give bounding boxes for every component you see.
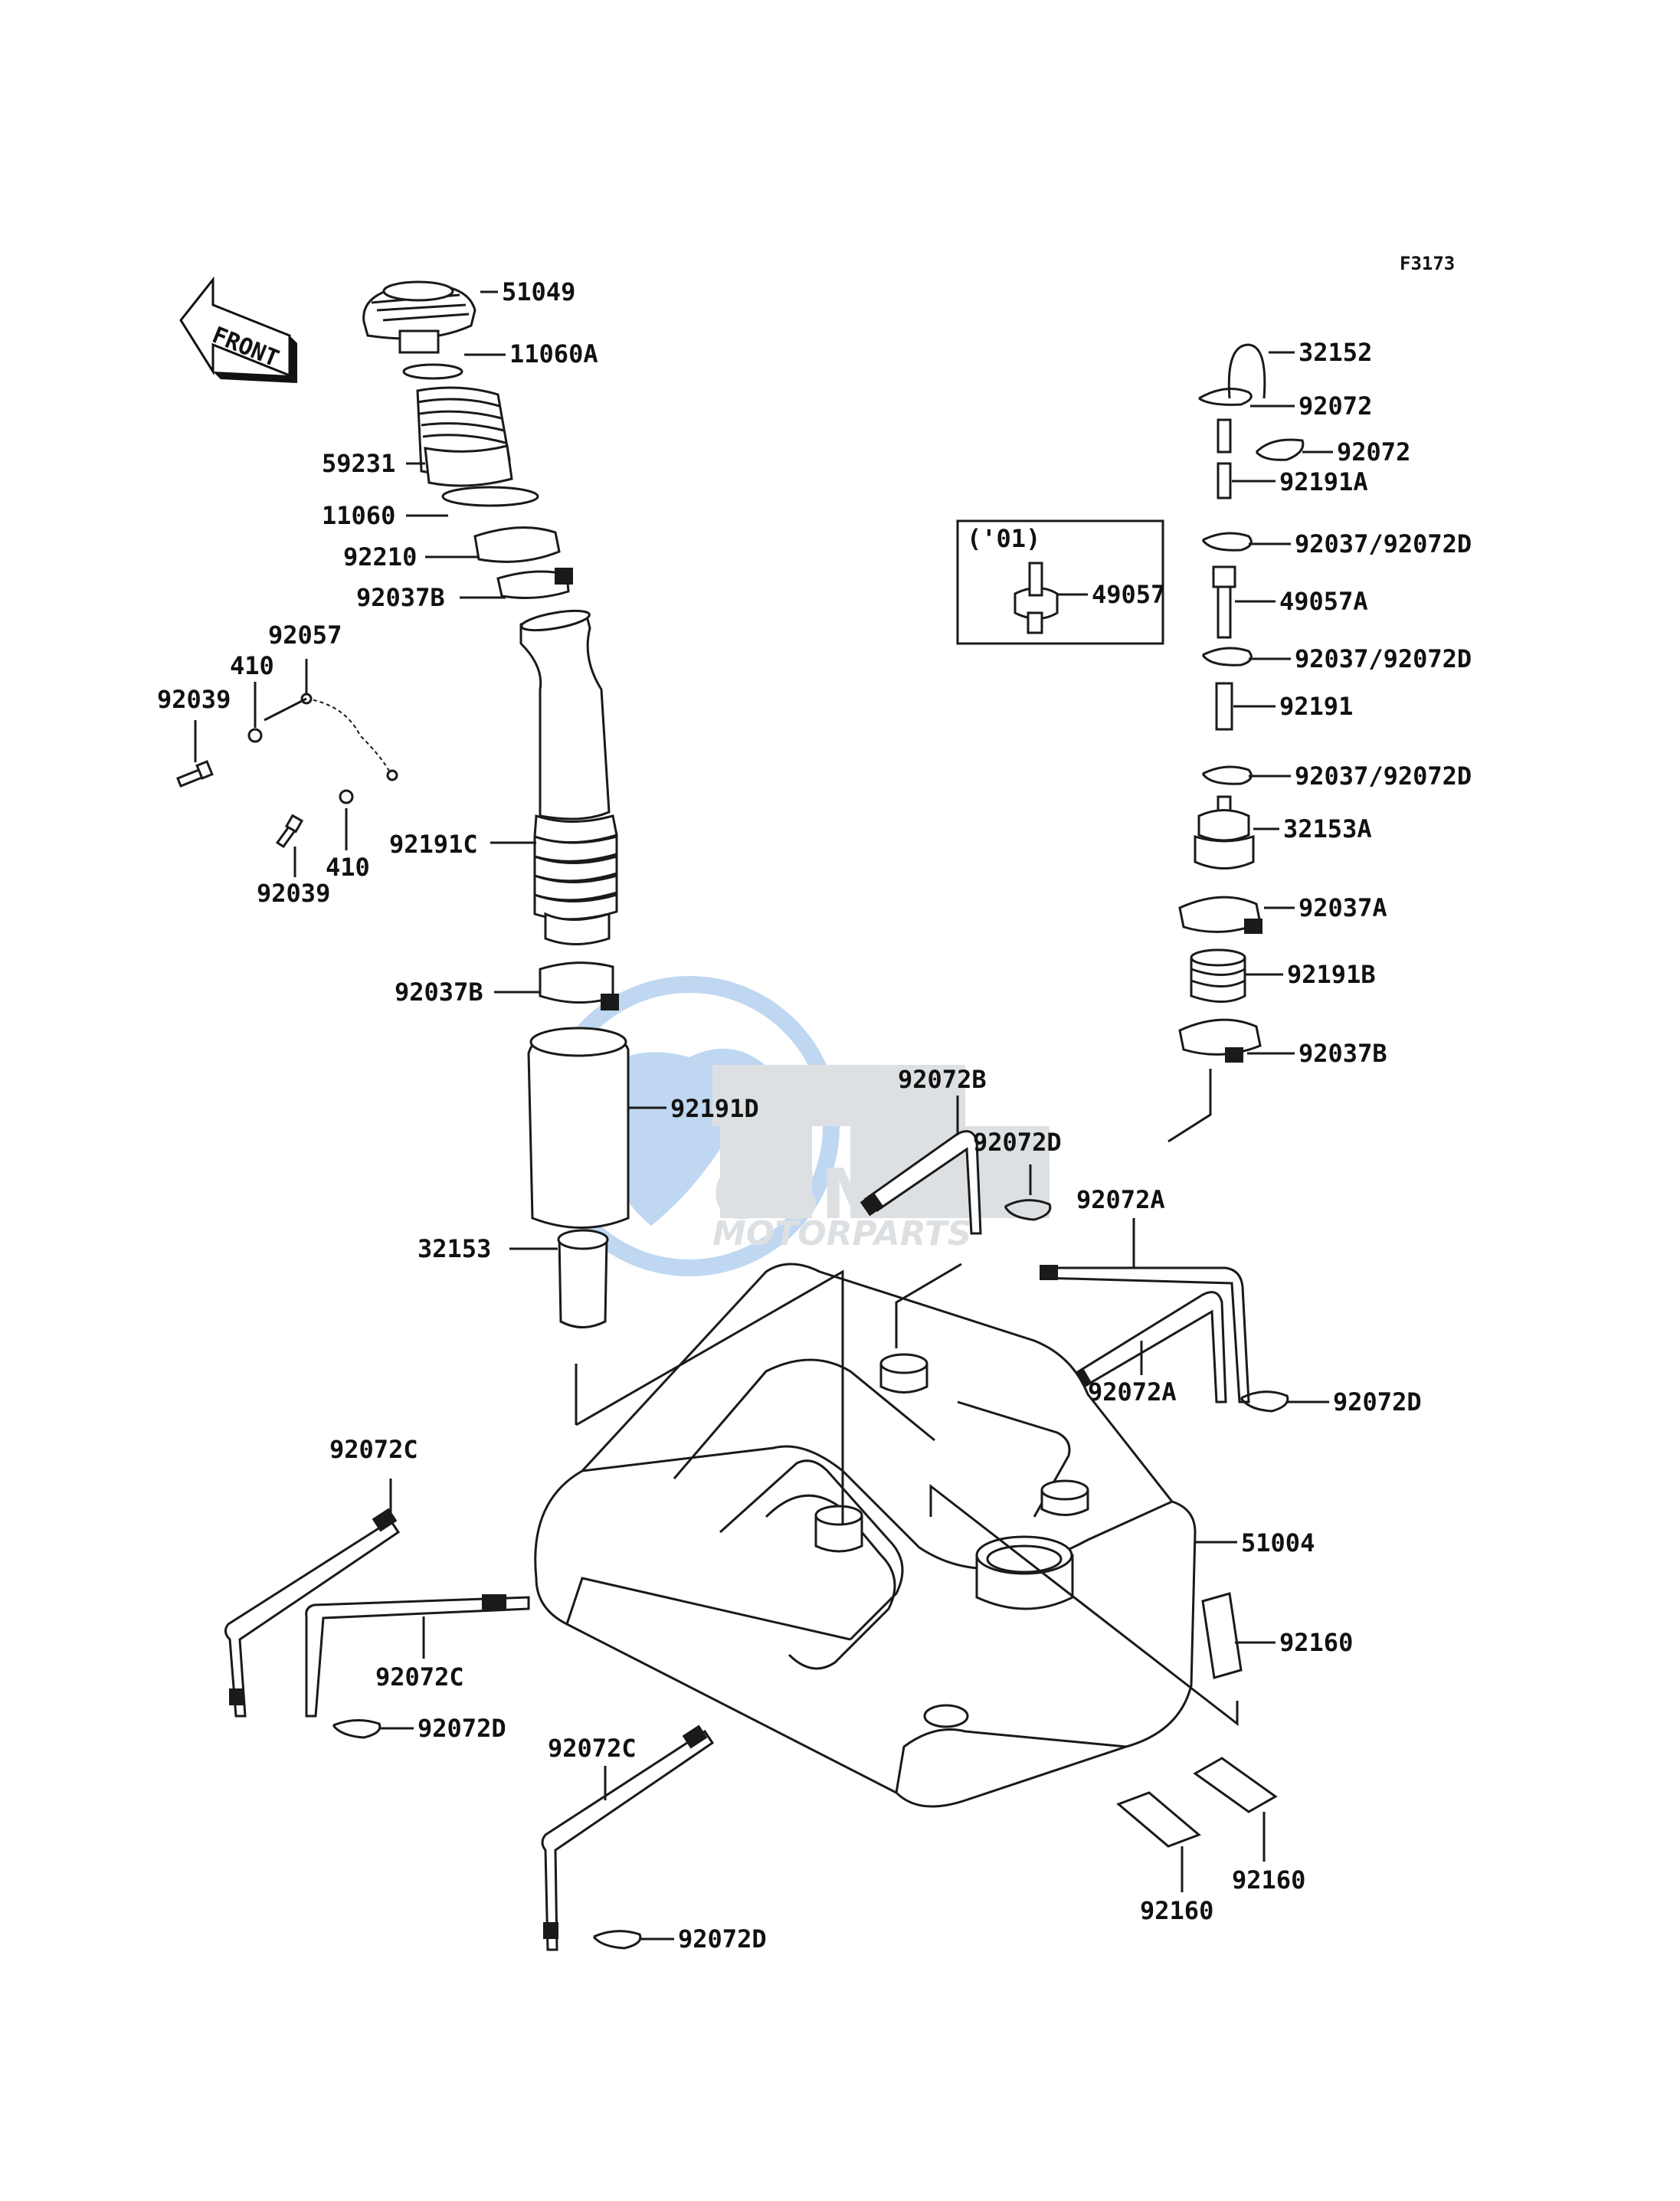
strap-92072C-c-part [541,1724,715,1951]
label-11060: 11060 [322,501,395,530]
label-92037A: 92037A [1298,893,1387,922]
clip-part-b [1255,438,1305,461]
clamp-mid-part [494,961,619,1010]
label-92191D: 92191D [670,1094,759,1123]
washer-part-a [247,728,263,743]
tube-part [509,1229,609,1328]
clip-92072D-c-part [1004,1199,1052,1221]
oring-part [402,363,463,380]
gasket-part [441,486,539,507]
label-49057A: 49057A [1279,587,1368,616]
label-92072D-c: 92072D [973,1128,1062,1157]
label-92191B: 92191B [1287,960,1376,989]
strap-92072A-part [1040,1218,1250,1403]
label-92072D-b: 92072D [678,1924,767,1954]
label-92057: 92057 [268,621,342,650]
watermark-brand: OSM [712,1155,889,1235]
watermark-sub: MOTORPARTS [712,1214,971,1253]
label-92160-b: 92160 [1232,1865,1305,1895]
pad-92160-c-part [1116,1791,1201,1848]
label-92072A-b: 92072A [1088,1377,1177,1407]
filler-hose-part [490,609,618,945]
hose-92191-part [1215,682,1233,731]
label-92039-a: 92039 [157,685,231,714]
clamp-92037-c [1201,765,1253,785]
label-51004: 51004 [1241,1528,1315,1557]
clip-92072D-a-part [332,1719,382,1739]
clip-92072D-b-part [592,1930,642,1950]
vent-tube-part [1227,343,1266,399]
nut-part [473,526,561,563]
label-32153A: 32153A [1283,814,1372,843]
clamp-92037-a [1201,532,1253,552]
inset-year: ('01) [967,524,1040,553]
pad-92160-a-part [1201,1592,1243,1679]
clip-part-a [1198,388,1253,406]
label-92037-92072D-a: 92037/92072D [1295,529,1472,558]
label-92037-92072D-b: 92037/92072D [1295,644,1472,673]
clamp-92037-b [1201,647,1253,667]
strap-92072B-part [860,1096,982,1235]
sleeve-part [527,1027,666,1229]
screw-part-a [176,720,214,788]
label-92072D-a: 92072D [418,1714,506,1743]
label-92037B-right: 92037B [1298,1039,1387,1068]
label-59231: 59231 [322,449,395,478]
tether-chain-part [264,659,398,781]
label-49057: 49057 [1092,580,1165,609]
short-tube-part [1217,418,1232,454]
valve-49057A-part [1212,565,1276,639]
hose-92191A-part [1217,462,1232,499]
front-arrow-icon: FRONT [179,276,297,383]
label-92191: 92191 [1279,692,1353,721]
hose-92191B-part [1190,948,1283,1003]
screw-part-b [275,814,304,877]
osm-watermark: OSM MOTORPARTS [539,976,1050,1276]
label-92160-c: 92160 [1140,1896,1213,1925]
strap-92072C-a-part [224,1479,401,1718]
label-92072C-a: 92072C [329,1435,418,1464]
clamp-92037A-part [1178,896,1295,934]
label-92210: 92210 [343,542,417,572]
label-92072C-c: 92072C [548,1734,637,1763]
clip-92072D-d-part [1240,1390,1289,1413]
filter-32153A-part [1194,795,1279,870]
label-51049: 51049 [502,277,575,306]
label-92191A: 92191A [1279,467,1368,496]
label-92072-a: 92072 [1298,391,1372,421]
label-92037B-top: 92037B [356,583,445,612]
filler-cap-part [362,280,498,354]
label-92039-b: 92039 [257,879,330,908]
label-92072C-b: 92072C [375,1662,464,1692]
label-11060A: 11060A [509,339,598,368]
label-32152: 32152 [1298,338,1372,367]
figure-code: F3173 [1400,253,1455,274]
clamp-part [496,570,570,599]
label-92072D-d: 92072D [1333,1387,1422,1417]
label-92072A-a: 92072A [1076,1185,1165,1214]
label-92160-a: 92160 [1279,1628,1353,1657]
label-410-a: 410 [230,651,274,680]
label-92072-b: 92072 [1337,437,1410,467]
label-92037B-mid: 92037B [395,978,483,1007]
label-32153: 32153 [418,1234,491,1263]
label-92072B: 92072B [898,1065,987,1094]
label-92191C: 92191C [389,830,478,859]
filler-neck-part [406,386,513,487]
inset-box [956,519,1164,645]
clamp-92037B-right-part [1167,1018,1295,1143]
fuel-tank-part [534,1263,1239,1808]
pad-92160-b-part [1193,1757,1278,1813]
strap-92072C-b-part [305,1594,530,1718]
label-92037-92072D-c: 92037/92072D [1295,762,1472,791]
label-410-b: 410 [326,853,370,882]
washer-part-b [339,789,354,804]
